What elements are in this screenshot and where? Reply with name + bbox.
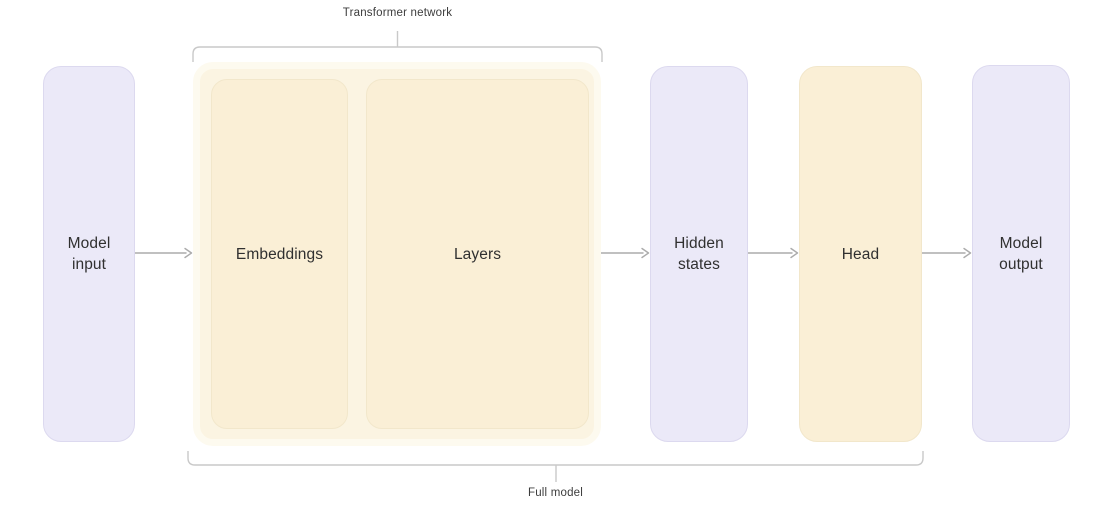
node-model-output: Model output xyxy=(972,65,1070,442)
node-model-input: Model input xyxy=(43,66,135,442)
node-hidden-states-label-line1: Hidden xyxy=(674,235,724,252)
node-model-output-label-line1: Model xyxy=(999,234,1043,252)
arrow-icon-input-to-transformer xyxy=(135,247,193,259)
node-hidden-states-label-line2: states xyxy=(678,256,720,273)
transformer-network-bracket xyxy=(192,31,603,62)
node-model-input-label-line2: input xyxy=(71,256,107,273)
node-model-input-label-line1: Model xyxy=(67,235,111,252)
arrow-icon-head-to-output xyxy=(922,247,972,259)
node-layers: Layers xyxy=(366,79,589,429)
transformer-network-label: Transformer network xyxy=(342,7,453,19)
full-model-label: Full model xyxy=(527,487,584,499)
arrow-icon-transformer-to-hidden-states xyxy=(601,247,650,259)
node-head-label: Head xyxy=(841,245,880,263)
node-embeddings: Embeddings xyxy=(211,79,348,429)
node-model-output-label-line2: output xyxy=(999,255,1043,273)
node-hidden-states: Hidden states xyxy=(650,66,748,442)
full-model-bracket xyxy=(187,451,924,482)
node-embeddings-label: Embeddings xyxy=(235,245,324,263)
node-head: Head xyxy=(799,66,922,442)
arrow-icon-hidden-states-to-head xyxy=(748,247,799,259)
node-layers-label: Layers xyxy=(453,245,502,263)
